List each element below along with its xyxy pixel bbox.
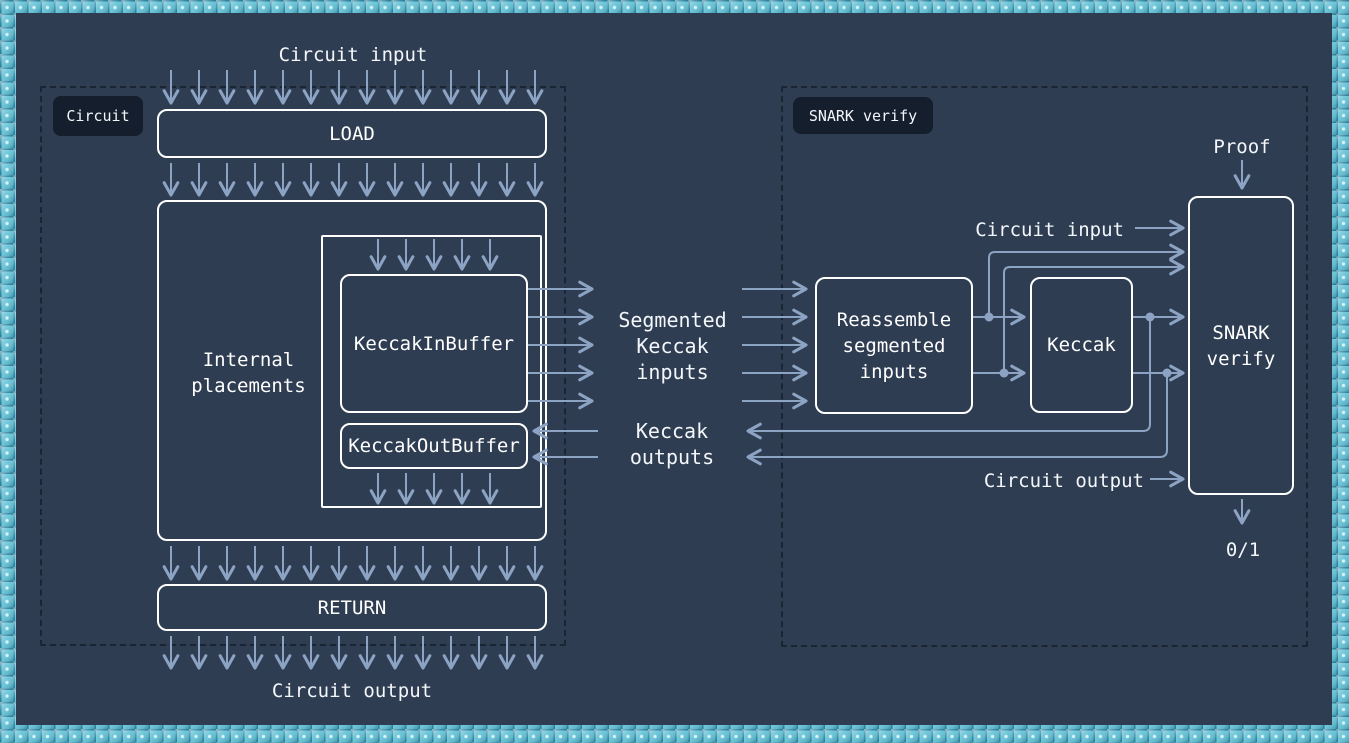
proof-label: Proof — [1213, 136, 1271, 158]
keccak-box: Keccak — [1030, 277, 1133, 413]
circuit-output-title: Circuit output — [271, 680, 433, 702]
return-box-label: RETURN — [317, 596, 387, 619]
return-box: RETURN — [157, 584, 547, 631]
circuit-group-badge: Circuit — [53, 96, 143, 136]
circuit-group-badge-label: Circuit — [66, 107, 130, 125]
load-box-label: LOAD — [329, 122, 375, 145]
keccak-buffers-box — [321, 235, 542, 508]
keccak-in-buffer-label: KeccakInBuffer — [353, 332, 515, 355]
result-label: 0/1 — [1225, 539, 1261, 561]
circuit-group-box — [40, 86, 566, 646]
internal-placements-label: Internal placements — [191, 349, 306, 397]
snark-verify-box-label: SNARK verify — [1206, 321, 1276, 370]
load-box: LOAD — [157, 109, 547, 158]
reassemble-box-label: Reassemble segmented inputs — [836, 308, 952, 383]
circuit-input-title: Circuit input — [278, 44, 428, 66]
keccak-out-buffer-box: KeccakOutBuffer — [340, 423, 528, 469]
snark-verify-box: SNARK verify — [1188, 196, 1294, 495]
snark-group-badge-label: SNARK verify — [808, 106, 918, 125]
keccak-out-buffer-label: KeccakOutBuffer — [348, 435, 520, 457]
internal-placements-box: Internal placements — [157, 200, 547, 541]
snark-circuit-output-label: Circuit output — [983, 470, 1144, 492]
keccak-outputs-label: Keccak outputs — [629, 419, 715, 469]
reassemble-box: Reassemble segmented inputs — [815, 277, 973, 414]
snark-group-badge: SNARK verify — [793, 97, 933, 134]
snark-circuit-input-label: Circuit input — [975, 219, 1124, 241]
segmented-keccak-inputs-label: Segmented Keccak inputs — [618, 308, 727, 384]
keccak-box-label: Keccak — [1047, 334, 1116, 356]
keccak-in-buffer-box: KeccakInBuffer — [340, 274, 528, 413]
